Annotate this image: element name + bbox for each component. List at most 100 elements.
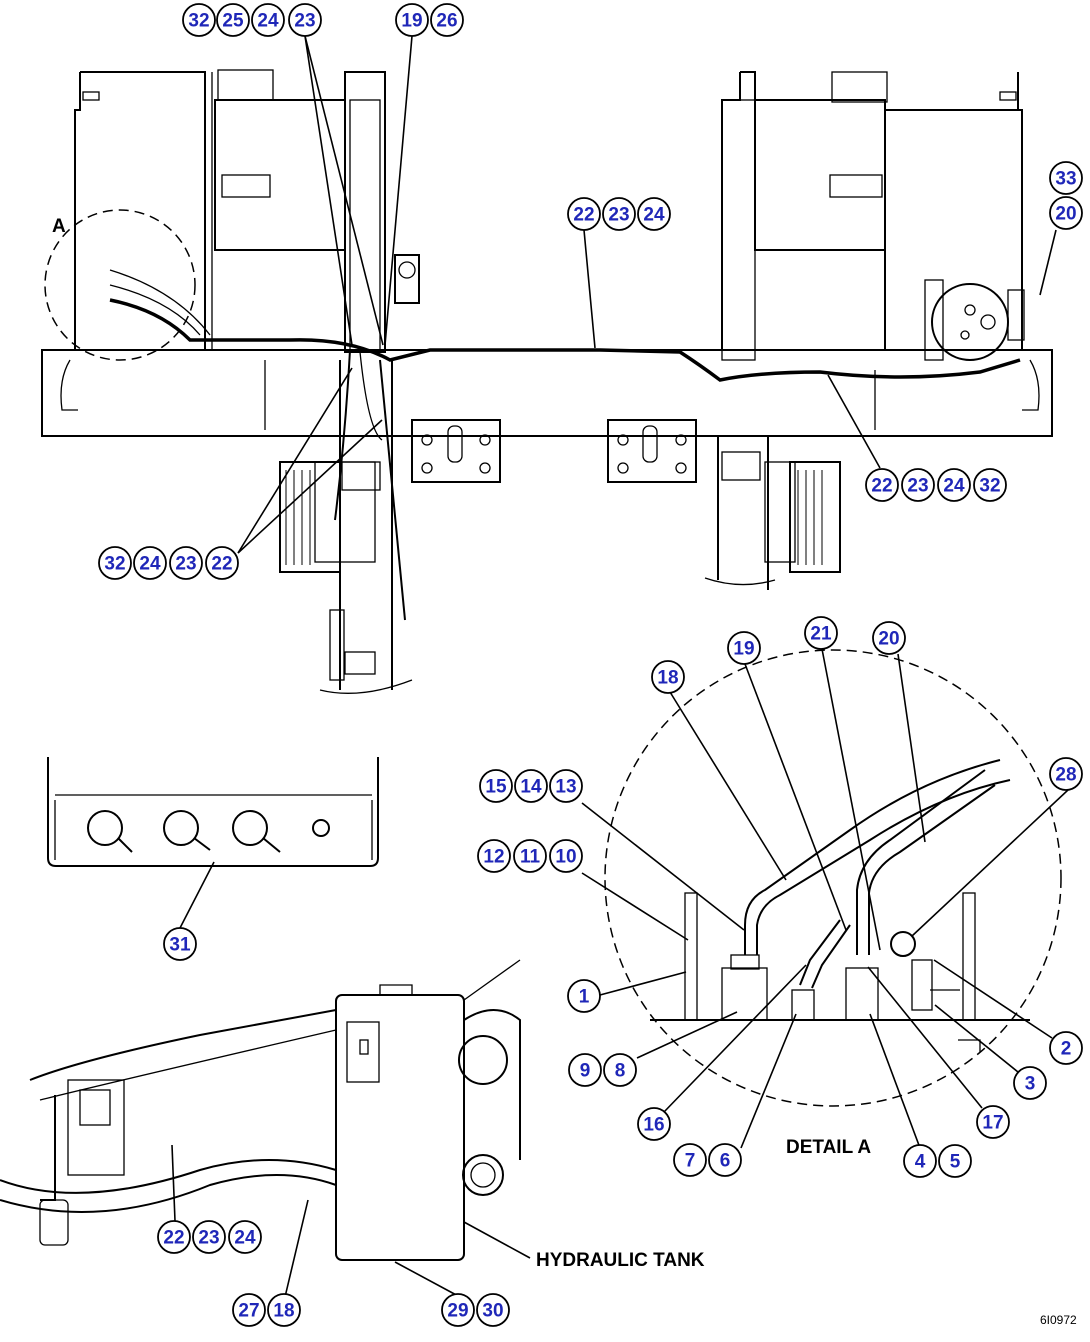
detail-a-ring [44,209,196,361]
callout-31: 31 [163,927,197,961]
svg-text:1: 1 [579,987,590,1008]
callout-19: 19 [727,631,761,665]
callout-11: 11 [513,839,547,873]
callout-28: 28 [1049,757,1083,791]
svg-text:23: 23 [294,11,315,32]
svg-text:22: 22 [573,205,594,226]
frame-beam [41,349,1053,437]
callout-5: 5 [938,1144,972,1178]
svg-text:7: 7 [685,1151,696,1172]
svg-text:20: 20 [1055,204,1076,225]
svg-text:8: 8 [615,1061,626,1082]
callout-14: 14 [514,769,548,803]
callout-22: 22 [157,1220,191,1254]
hydraulic-tank-view [0,959,521,1261]
svg-text:29: 29 [447,1301,468,1322]
svg-text:5: 5 [950,1152,961,1173]
svg-text:10: 10 [555,847,576,868]
callout-24: 24 [251,3,285,37]
svg-text:15: 15 [485,777,507,798]
gauge-4 [312,819,330,837]
svg-text:3: 3 [1025,1074,1036,1095]
svg-text:22: 22 [211,554,232,575]
svg-text:23: 23 [198,1228,219,1249]
svg-text:25: 25 [222,11,244,32]
svg-text:17: 17 [982,1113,1003,1134]
svg-text:14: 14 [520,777,542,798]
callout-32: 32 [182,3,216,37]
svg-text:9: 9 [580,1061,591,1082]
callout-24: 24 [937,468,971,502]
svg-text:24: 24 [139,554,161,575]
callout-2: 2 [1049,1031,1083,1065]
callout-23: 23 [602,197,636,231]
callout-22: 22 [205,546,239,580]
svg-text:12: 12 [483,847,504,868]
gauge-1 [87,810,123,846]
svg-text:11: 11 [520,847,541,868]
callout-16: 16 [637,1107,671,1141]
detail-marker: A [52,216,66,237]
callout-26: 26 [430,3,464,37]
top-assembly-view: A [41,69,1053,694]
svg-text:19: 19 [733,639,754,660]
callout-33: 33 [1049,161,1083,195]
callout-10: 10 [549,839,583,873]
figure-code: 6I0972 [1040,1313,1077,1327]
svg-text:6: 6 [720,1151,731,1172]
hitch-left [411,419,501,483]
svg-text:18: 18 [273,1301,294,1322]
svg-text:32: 32 [979,476,1000,497]
right-grill [789,461,841,573]
svg-text:28: 28 [1055,765,1076,786]
svg-text:23: 23 [907,476,928,497]
callout-24: 24 [228,1220,262,1254]
svg-text:19: 19 [401,11,422,32]
callout-4: 4 [903,1144,937,1178]
hydraulic-tank [335,994,465,1261]
callout-15: 15 [479,769,513,803]
callout-17: 17 [976,1105,1010,1139]
gauge-2 [163,810,199,846]
svg-text:16: 16 [643,1115,664,1136]
left-cab-outline [74,71,206,350]
svg-text:24: 24 [234,1228,256,1249]
left-grill [279,461,341,573]
callout-12: 12 [477,839,511,873]
svg-text:33: 33 [1055,169,1076,190]
svg-text:27: 27 [238,1301,259,1322]
callout-18: 18 [651,660,685,694]
svg-text:2: 2 [1061,1039,1072,1060]
callout-9: 9 [568,1053,602,1087]
svg-text:24: 24 [943,476,965,497]
callout-1: 1 [567,979,601,1013]
callout-22: 22 [865,468,899,502]
hose-main [109,298,1021,382]
callout-6: 6 [708,1143,742,1177]
callout-25: 25 [216,3,250,37]
callout-30: 30 [476,1293,510,1327]
svg-text:23: 23 [608,205,629,226]
callout-20: 20 [1049,196,1083,230]
callout-22: 22 [567,197,601,231]
detail-a-label: DETAIL A [786,1137,871,1158]
callout-19: 19 [395,3,429,37]
svg-text:20: 20 [878,629,899,650]
svg-text:23: 23 [175,554,196,575]
svg-text:4: 4 [915,1152,926,1173]
callout-32: 32 [98,546,132,580]
callout-8: 8 [603,1053,637,1087]
callout-27: 27 [232,1293,266,1327]
callout-23: 23 [192,1220,226,1254]
callout-32: 32 [973,468,1007,502]
callout-23: 23 [288,3,322,37]
callout-13: 13 [549,769,583,803]
left-pillar [344,71,386,353]
hitch-right [607,419,697,483]
callout-18: 18 [267,1293,301,1327]
callouts: 32 25 24 23 19 26 22 23 24 33 20 22 23 2… [98,3,1083,1327]
callout-7: 7 [673,1143,707,1177]
svg-text:32: 32 [104,554,125,575]
svg-text:30: 30 [482,1301,503,1322]
